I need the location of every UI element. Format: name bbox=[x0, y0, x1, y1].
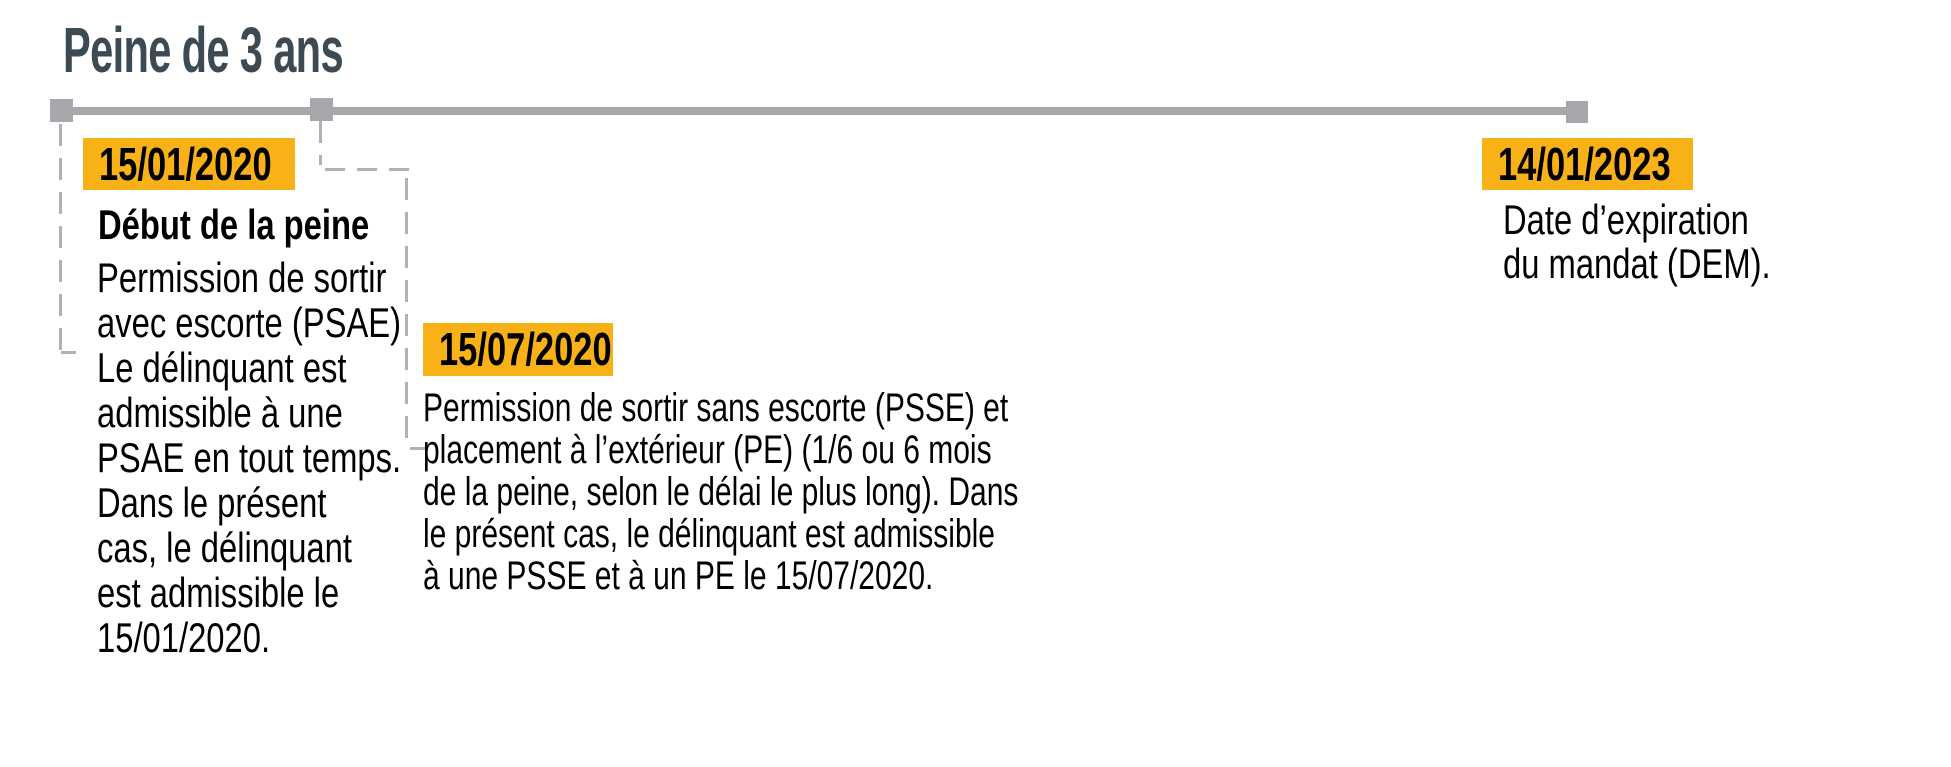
timeline-marker-mid bbox=[310, 98, 333, 121]
event1-heading: Début de la peine bbox=[98, 201, 370, 248]
page-title-text: Peine de 3 ans bbox=[63, 14, 344, 86]
event1-description: Permission de sortir avec escorte (PSAE)… bbox=[97, 254, 402, 661]
dashed-connector-event1-tick bbox=[61, 351, 76, 354]
event3-description: Date d’expiration du mandat (DEM). bbox=[1503, 196, 1771, 287]
event3-date: 14/01/2023 bbox=[1498, 138, 1671, 190]
timeline-marker-start bbox=[50, 99, 73, 122]
timeline-marker-end bbox=[1566, 101, 1588, 123]
dashed-connector-event2-horizontal bbox=[325, 168, 411, 171]
dashed-connector-event2-vertical-lower bbox=[405, 178, 408, 446]
dashed-connector-event1-vertical bbox=[59, 124, 62, 352]
timeline-bar bbox=[60, 107, 1578, 115]
event2-date: 15/07/2020 bbox=[439, 323, 612, 375]
page-title: Peine de 3 ans bbox=[63, 18, 494, 82]
event2-description: Permission de sortir sans escorte (PSSE)… bbox=[423, 386, 1019, 598]
dashed-connector-event2-vertical-upper bbox=[319, 121, 322, 165]
event1-date-badge: 15/01/2020 bbox=[83, 138, 295, 190]
dashed-connector-event2-tick bbox=[410, 447, 425, 450]
event3-date-badge: 14/01/2023 bbox=[1482, 138, 1693, 190]
event1-date: 15/01/2020 bbox=[99, 138, 272, 190]
event2-date-badge: 15/07/2020 bbox=[423, 323, 613, 376]
